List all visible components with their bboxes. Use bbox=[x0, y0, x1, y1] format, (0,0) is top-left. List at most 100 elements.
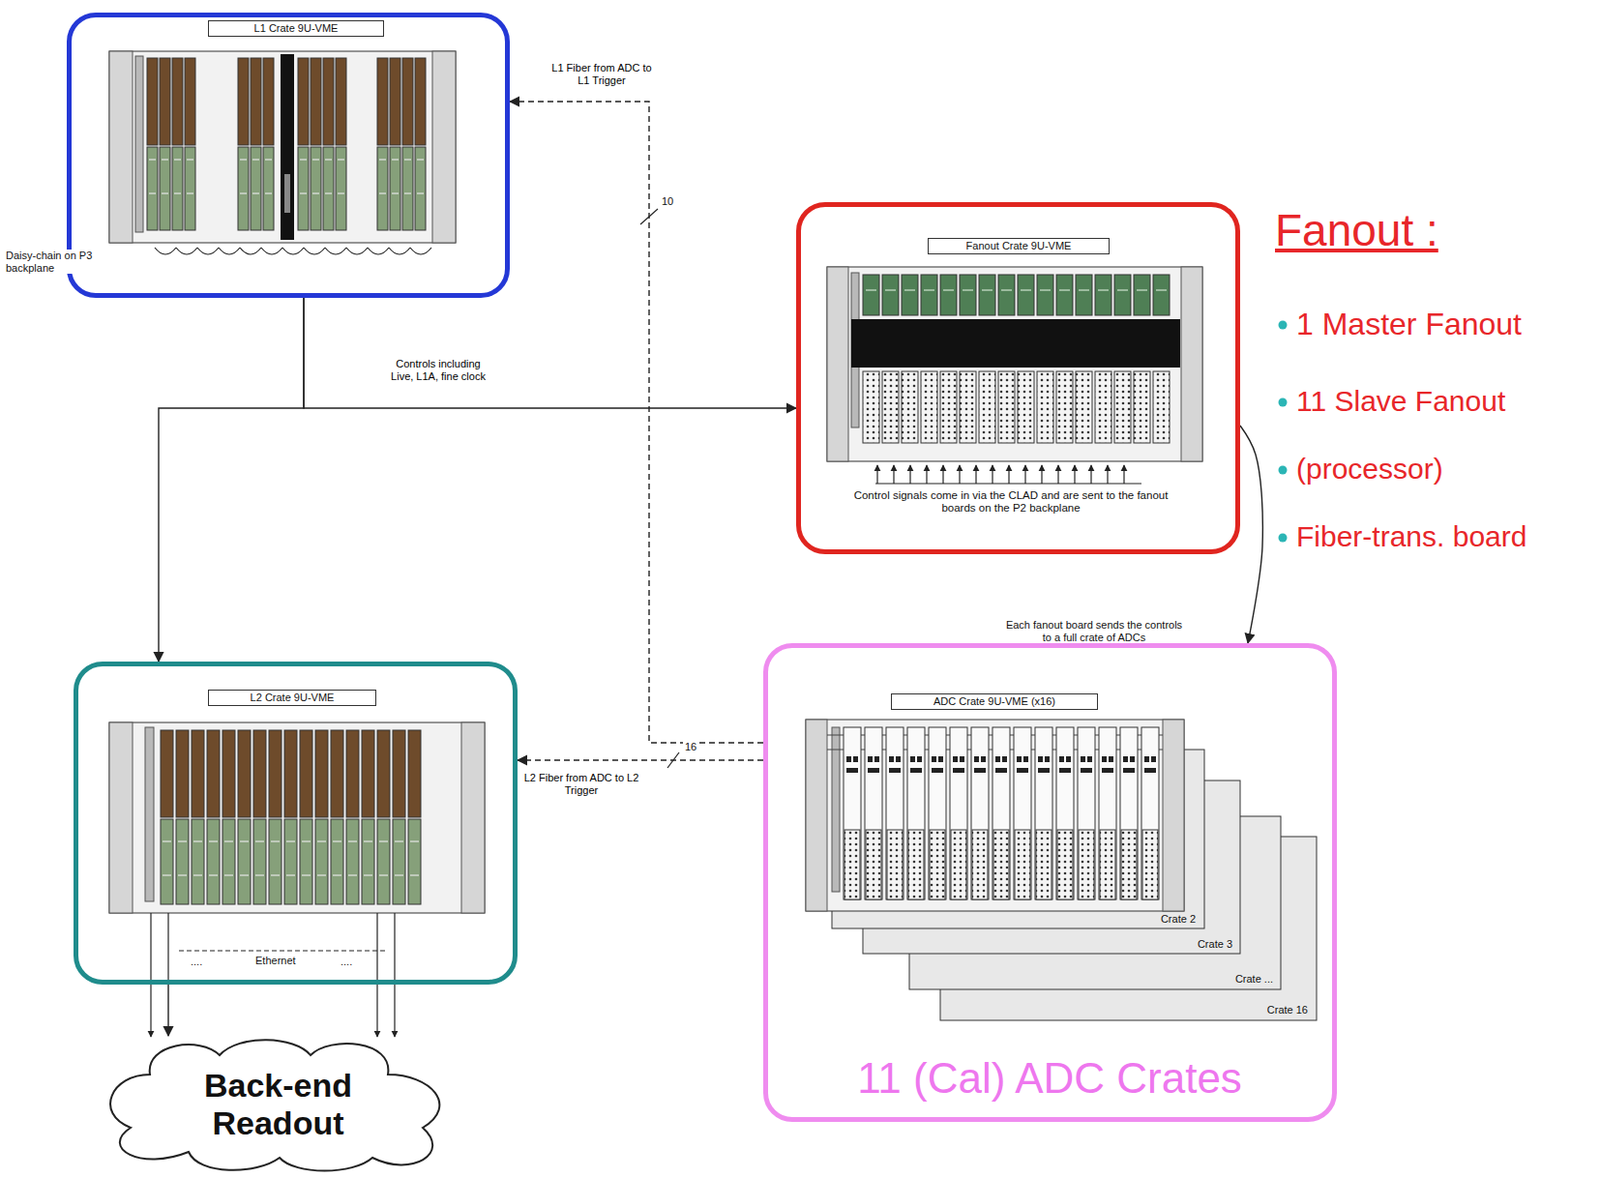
crate-frame bbox=[109, 51, 456, 243]
control-tick bbox=[876, 465, 878, 484]
card-stripe bbox=[1097, 289, 1109, 291]
adc-card bbox=[864, 727, 883, 900]
card-stripe bbox=[325, 158, 332, 160]
crate-side bbox=[432, 51, 456, 243]
card-stripe bbox=[312, 192, 320, 194]
card-upper bbox=[191, 730, 205, 818]
adc-connector bbox=[974, 756, 979, 763]
card-lower bbox=[346, 819, 359, 905]
legend-item: 1 Master Fanout bbox=[1296, 306, 1522, 343]
card-lower bbox=[335, 147, 347, 231]
card-upper bbox=[222, 730, 236, 818]
backplane-note: Daisy-chain on P3 backplane bbox=[3, 249, 105, 274]
ellipsis: .... bbox=[188, 955, 205, 969]
fanout-card-upper bbox=[998, 274, 1015, 316]
adc-connector bbox=[974, 768, 986, 773]
adc-connector bbox=[867, 756, 873, 763]
card-upper bbox=[172, 58, 183, 146]
card-stripe bbox=[943, 289, 954, 291]
adc-connector bbox=[1123, 756, 1128, 763]
crate-title: ADC Crate 9U-VME (x16) bbox=[890, 693, 1098, 711]
card-upper bbox=[263, 58, 274, 146]
control-link bbox=[167, 984, 169, 1037]
daisy-chain-arc bbox=[261, 247, 283, 255]
adc-connector bbox=[1059, 768, 1071, 773]
control-tick bbox=[925, 465, 927, 484]
daisy-chain-arc bbox=[346, 247, 368, 255]
fanout-card-lower bbox=[959, 371, 977, 444]
card-stripe bbox=[312, 158, 320, 160]
adc-card bbox=[1141, 727, 1159, 900]
fanout-card-upper bbox=[1056, 274, 1073, 316]
adc-connector bbox=[1129, 756, 1135, 763]
card-upper bbox=[335, 58, 347, 146]
daisy-chain-arc bbox=[303, 247, 326, 255]
adc-connector bbox=[995, 768, 1008, 773]
fanout-card-upper bbox=[862, 274, 880, 316]
card-lower bbox=[414, 147, 426, 231]
adc-card-lower bbox=[865, 829, 882, 900]
fanout-card-upper bbox=[1017, 274, 1035, 316]
backplane-band bbox=[851, 319, 1181, 368]
adc-connector bbox=[1151, 756, 1156, 763]
adc-card-lower bbox=[1014, 829, 1031, 900]
adc-card-lower bbox=[1099, 829, 1116, 900]
card-stripe bbox=[1136, 289, 1148, 291]
card-lower bbox=[160, 819, 174, 905]
adc-card bbox=[1077, 727, 1096, 900]
card-stripe bbox=[301, 874, 311, 876]
legend-bullet bbox=[1278, 321, 1288, 330]
card-lower bbox=[408, 819, 421, 905]
adc-connector bbox=[1016, 768, 1029, 773]
fanout-card-upper bbox=[978, 274, 996, 316]
adc-connector bbox=[1101, 756, 1107, 763]
fanout-card-upper bbox=[1095, 274, 1112, 316]
card-stripe bbox=[1020, 289, 1032, 291]
card-stripe bbox=[416, 158, 424, 160]
card-stripe bbox=[162, 840, 172, 842]
card-stripe bbox=[391, 192, 399, 194]
adc-connector bbox=[888, 756, 894, 763]
card-stripe bbox=[224, 874, 234, 876]
card-upper bbox=[315, 730, 328, 818]
card-lower bbox=[310, 147, 322, 231]
card-stripe bbox=[1001, 289, 1012, 291]
legend-item: 11 Slave Fanout bbox=[1296, 385, 1506, 419]
adc-connector bbox=[1044, 756, 1050, 763]
card-stripe bbox=[865, 289, 877, 291]
crate-number: Crate ... bbox=[1233, 973, 1275, 986]
daisy-chain-arc bbox=[282, 247, 304, 255]
card-stripe bbox=[186, 158, 194, 160]
fanout-card-upper bbox=[1153, 274, 1170, 316]
controller-card bbox=[831, 727, 840, 892]
card-upper bbox=[297, 58, 309, 146]
card-stripe bbox=[224, 840, 234, 842]
fiber-link bbox=[509, 101, 764, 743]
adc-connector bbox=[938, 756, 944, 763]
card-stripe bbox=[174, 192, 181, 194]
card-stripe bbox=[404, 158, 412, 160]
card-stripe bbox=[1117, 289, 1128, 291]
card-stripe bbox=[379, 874, 388, 876]
legend-heading: Fanout : bbox=[1274, 205, 1439, 257]
card-stripe bbox=[239, 158, 247, 160]
fanout-card-lower bbox=[901, 371, 919, 444]
control-tick bbox=[909, 465, 911, 484]
adc-card-lower bbox=[929, 829, 946, 900]
control-tick bbox=[1123, 465, 1125, 484]
card-stripe bbox=[161, 192, 169, 194]
adc-crate-drawing bbox=[805, 719, 1317, 1021]
card-lower bbox=[361, 819, 375, 905]
link-label: Controls including Live, L1A, fine clock bbox=[387, 357, 489, 383]
card-upper bbox=[392, 730, 406, 818]
card-upper bbox=[346, 730, 359, 818]
card-stripe bbox=[962, 289, 974, 291]
card-upper bbox=[284, 730, 297, 818]
control-tick bbox=[892, 465, 894, 484]
cloud-node: Back-end Readout bbox=[91, 1036, 465, 1174]
card-upper bbox=[408, 730, 421, 818]
card-upper bbox=[361, 730, 375, 818]
daisy-chain-arc bbox=[367, 247, 389, 255]
adc-connector bbox=[1101, 768, 1114, 773]
control-tick bbox=[942, 465, 944, 484]
